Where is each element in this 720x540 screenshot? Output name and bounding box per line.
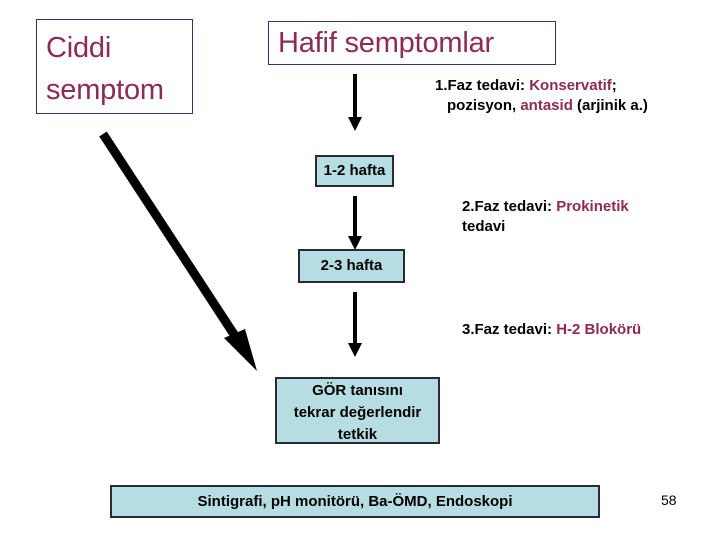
phase-2-note: 2.Faz tedavi: Prokinetik tedavi [462, 197, 702, 237]
reassess-line2: tekrar değerlendir [293, 404, 422, 421]
arrow-shaft [353, 196, 357, 237]
interval-box-first: 1-2 hafta [315, 155, 394, 187]
arrow-week23-to-reassess [347, 292, 363, 358]
arrow-shaft [353, 292, 357, 344]
phase-1-line2: pozisyon, antasid (arjinik a.) [435, 96, 705, 116]
arrow-week12-to-week23 [347, 196, 363, 251]
phase-2-line1-accent: Prokinetik [556, 198, 629, 215]
arrow-mild-to-week12 [347, 74, 363, 131]
interval-box-second: 2-3 hafta [298, 249, 405, 283]
phase-1-line1-plain: 1.Faz tedavi: [435, 77, 530, 94]
phase-3-note: 3.Faz tedavi: H-2 Blokörü [462, 320, 712, 340]
phase-2-line2: tedavi [462, 218, 506, 235]
phase-3-line1-plain: 3.Faz tedavi: [462, 321, 557, 338]
reassess-line1: GÖR tanısını [312, 382, 403, 399]
arrow-shaft [353, 74, 357, 118]
arrow-head [348, 343, 362, 357]
arrow-head [348, 117, 362, 131]
phase-1-line2-accent: antasid [520, 97, 573, 114]
severe-symptom-line2: semptom [46, 74, 164, 106]
phase-1-line2-tail: (arjinik a.) [572, 97, 648, 114]
diagonal-arrow-severe-to-reassess [90, 124, 270, 374]
phase-1-line2-plain: pozisyon, [447, 97, 521, 114]
page-number: 58 [661, 492, 677, 508]
mild-symptom-box: Hafif semptomlar [268, 21, 556, 65]
phase-1-line1-tail: ; [611, 77, 617, 94]
phase-1-line1-accent: Konservatif [529, 77, 612, 94]
reassess-box: GÖR tanısını tekrar değerlendir tetkik [275, 377, 440, 444]
arrow-head [348, 236, 362, 250]
phase-3-line1-accent: H-2 Blokörü [556, 321, 642, 338]
reassess-line3: tetkik [337, 426, 378, 443]
severe-symptom-box: Ciddi semptom [36, 19, 193, 114]
phase-1-note: 1.Faz tedavi: Konservatif; pozisyon, ant… [435, 76, 705, 116]
phase-2-line1-plain: 2.Faz tedavi: [462, 198, 557, 215]
tests-box: Sintigrafi, pH monitörü, Ba-ÖMD, Endosko… [110, 485, 600, 518]
severe-symptom-line1: Ciddi [46, 32, 112, 64]
